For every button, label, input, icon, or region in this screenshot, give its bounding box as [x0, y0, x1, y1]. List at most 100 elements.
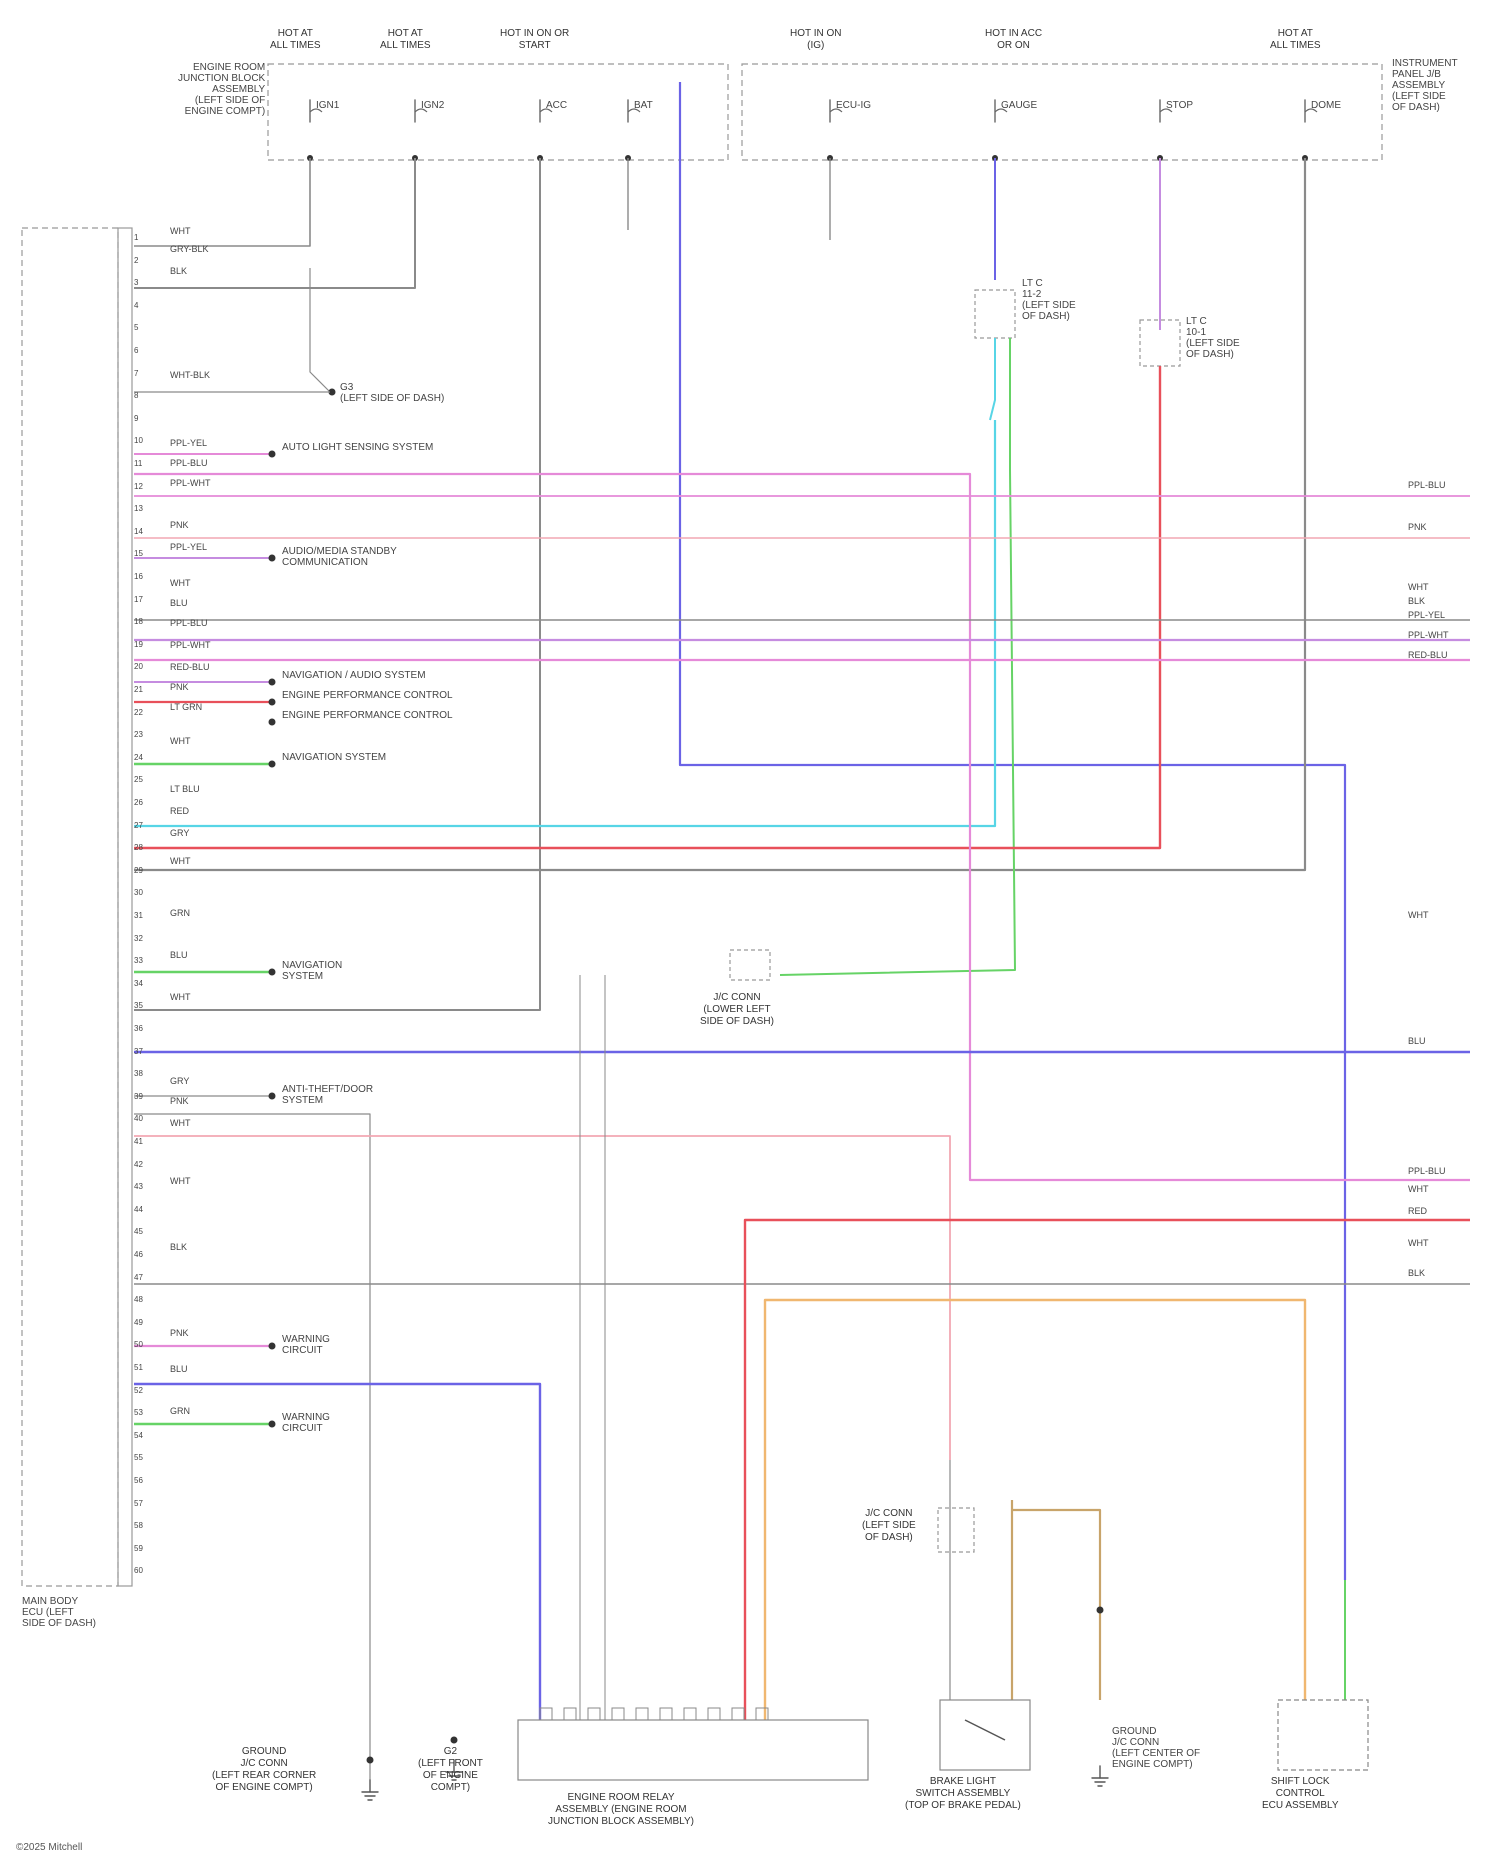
- wire-code-label: WHT: [170, 226, 191, 237]
- system-ref-s1: G3 (LEFT SIDE OF DASH): [340, 382, 444, 404]
- pin-number: 22: [134, 707, 143, 718]
- ecu-pin: [708, 1708, 720, 1720]
- ecu-pin: [732, 1708, 744, 1720]
- pin-number: 56: [134, 1475, 143, 1486]
- wire-code-label: PNK: [170, 1328, 189, 1339]
- wire-code-label: GRY: [170, 1076, 189, 1087]
- splice-dot: [269, 761, 276, 768]
- pin-number: 9: [134, 413, 138, 424]
- top-caption-t1: HOT AT ALL TIMES: [270, 28, 321, 52]
- wire-blue-c: [134, 1384, 540, 1720]
- splice-dot: [269, 1343, 276, 1350]
- wire-code-label: WHT: [170, 1118, 191, 1129]
- fuse-label-f7: STOP: [1166, 100, 1193, 111]
- pin-number: 49: [134, 1317, 143, 1328]
- wire-ign1: [134, 158, 310, 246]
- ground-caption-g3: J/C CONN (LEFT SIDE OF DASH): [862, 1508, 916, 1544]
- pin-number: 35: [134, 1000, 143, 1011]
- system-ref-s2: AUTO LIGHT SENSING SYSTEM: [282, 442, 433, 453]
- wire-code-label: BLK: [170, 266, 187, 277]
- pin-number: 16: [134, 571, 143, 582]
- wire-code-label: PNK: [170, 520, 189, 531]
- splice-dot: [269, 969, 276, 976]
- pin-number: 50: [134, 1339, 143, 1350]
- splice-dot: [269, 451, 276, 458]
- pin-number: 51: [134, 1362, 143, 1373]
- pin-number: 60: [134, 1565, 143, 1576]
- splice-dot: [269, 555, 276, 562]
- pin-number: 48: [134, 1294, 143, 1305]
- shift-lock-caption: SHIFT LOCK CONTROL ECU ASSEMBLY: [1262, 1776, 1339, 1812]
- splice-dot: [1097, 1607, 1104, 1614]
- pin-number: 15: [134, 548, 143, 559]
- pin-number: 14: [134, 526, 143, 537]
- wire-code-label: PNK: [170, 682, 189, 693]
- jc-connector: [938, 1508, 974, 1552]
- pin-number: 27: [134, 820, 143, 831]
- top-caption-t3: HOT IN ON OR START: [500, 28, 569, 52]
- diode-caption: LT C 10-1 (LEFT SIDE OF DASH): [1186, 316, 1240, 360]
- right-ref-label: RED-BLU: [1408, 650, 1448, 661]
- wire-acc: [134, 158, 540, 1010]
- wire-red-c: [745, 1220, 1470, 1720]
- wire-code-label: PPL-BLU: [170, 458, 208, 469]
- wire-code-label: PPL-YEL: [170, 542, 207, 553]
- right-ref-label: RED: [1408, 1206, 1427, 1217]
- splice-dot: [269, 699, 276, 706]
- shift-lock-box: [1278, 1700, 1368, 1770]
- pin-number: 32: [134, 933, 143, 944]
- splice-dot: [451, 1737, 458, 1744]
- left-module-caption: ENGINE ROOM JUNCTION BLOCK ASSEMBLY (LEF…: [178, 62, 265, 117]
- wire-code-label: BLU: [170, 1364, 188, 1375]
- fuse-label-f6: GAUGE: [1001, 100, 1037, 111]
- system-ref-s11: WARNING CIRCUIT: [282, 1412, 330, 1434]
- wire-splice: [310, 268, 330, 392]
- system-ref-s3: AUDIO/MEDIA STANDBY COMMUNICATION: [282, 546, 397, 568]
- pin-number: 12: [134, 481, 143, 492]
- pin-number: 11: [134, 458, 142, 469]
- pin-number: 46: [134, 1249, 143, 1260]
- pin-number: 43: [134, 1181, 143, 1192]
- wire-code-label: LT GRN: [170, 702, 202, 713]
- right-fuse-box: [742, 64, 1382, 160]
- pin-number: 54: [134, 1430, 143, 1441]
- fuse-label-f5: ECU-IG: [836, 100, 871, 111]
- jc-connector: [730, 950, 770, 980]
- pin-number: 57: [134, 1498, 143, 1509]
- wire-green-relay: [780, 338, 1015, 975]
- pin-number: 18: [134, 616, 143, 627]
- pin-number: 34: [134, 978, 143, 989]
- brake-switch-box: [940, 1700, 1030, 1770]
- main-unit-outline: [22, 228, 118, 1586]
- system-ref-s7: NAVIGATION SYSTEM: [282, 752, 386, 763]
- wire-code-label: PNK: [170, 1096, 189, 1107]
- ecu-pin: [588, 1708, 600, 1720]
- top-caption-t6: HOT AT ALL TIMES: [1270, 28, 1321, 52]
- left-fuse-box: [268, 64, 728, 160]
- system-ref-s9: ANTI-THEFT/DOOR SYSTEM: [282, 1084, 373, 1106]
- pin-number: 41: [134, 1136, 143, 1147]
- right-ref-label: BLK: [1408, 1268, 1425, 1279]
- wire-code-label: BLU: [170, 598, 188, 609]
- bottom-ecu-box: [518, 1720, 868, 1780]
- wire-code-label: RED: [170, 806, 189, 817]
- fuse-label-f2: IGN2: [421, 100, 444, 111]
- bottom-ecu-caption: ENGINE ROOM RELAY ASSEMBLY (ENGINE ROOM …: [548, 1792, 694, 1828]
- right-ref-label: WHT: [1408, 1184, 1429, 1195]
- ecu-pin: [564, 1708, 576, 1720]
- jc-caption: J/C CONN (LOWER LEFT SIDE OF DASH): [700, 992, 774, 1028]
- wire-red-a: [134, 366, 1160, 848]
- right-ref-label: BLU: [1408, 1036, 1426, 1047]
- wire-code-label: WHT-BLK: [170, 370, 210, 381]
- top-caption-t2: HOT AT ALL TIMES: [380, 28, 431, 52]
- ground-caption-g1: GROUND J/C CONN (LEFT REAR CORNER OF ENG…: [212, 1746, 316, 1794]
- system-ref-s5: ENGINE PERFORMANCE CONTROL: [282, 690, 453, 701]
- pin-number: 7: [134, 368, 138, 379]
- relay-caption: LT C 11-2 (LEFT SIDE OF DASH): [1022, 278, 1076, 322]
- pin-number: 59: [134, 1543, 143, 1554]
- pin-number: 42: [134, 1159, 143, 1170]
- wire-code-label: WHT: [170, 992, 191, 1003]
- pin-number: 8: [134, 390, 138, 401]
